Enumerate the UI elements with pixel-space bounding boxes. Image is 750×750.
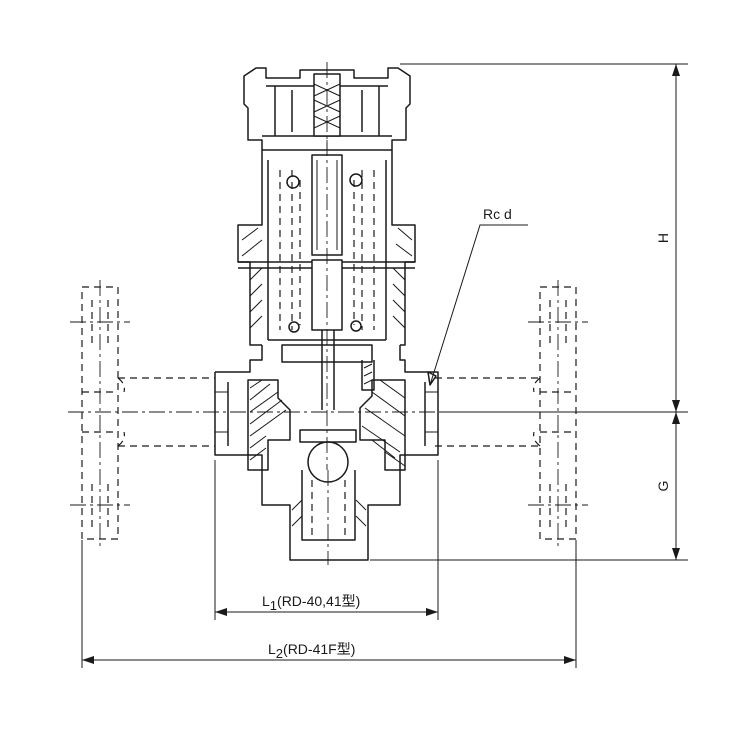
thread-leader	[427, 224, 528, 386]
height-label: H	[655, 233, 671, 243]
adjusting-cap	[243, 62, 411, 150]
gap-label: G	[655, 481, 671, 492]
valve-body	[214, 345, 439, 565]
l2-label: L2(RD-41F型)	[268, 641, 355, 661]
thread-label: Rc d	[483, 206, 512, 222]
left-flange	[70, 280, 215, 550]
spring-housing	[237, 149, 416, 410]
right-flange	[435, 280, 588, 550]
l1-label: L1(RD-40,41型)	[262, 593, 360, 613]
horizontal-dimensions	[81, 460, 577, 668]
vertical-dimensions	[370, 63, 688, 561]
